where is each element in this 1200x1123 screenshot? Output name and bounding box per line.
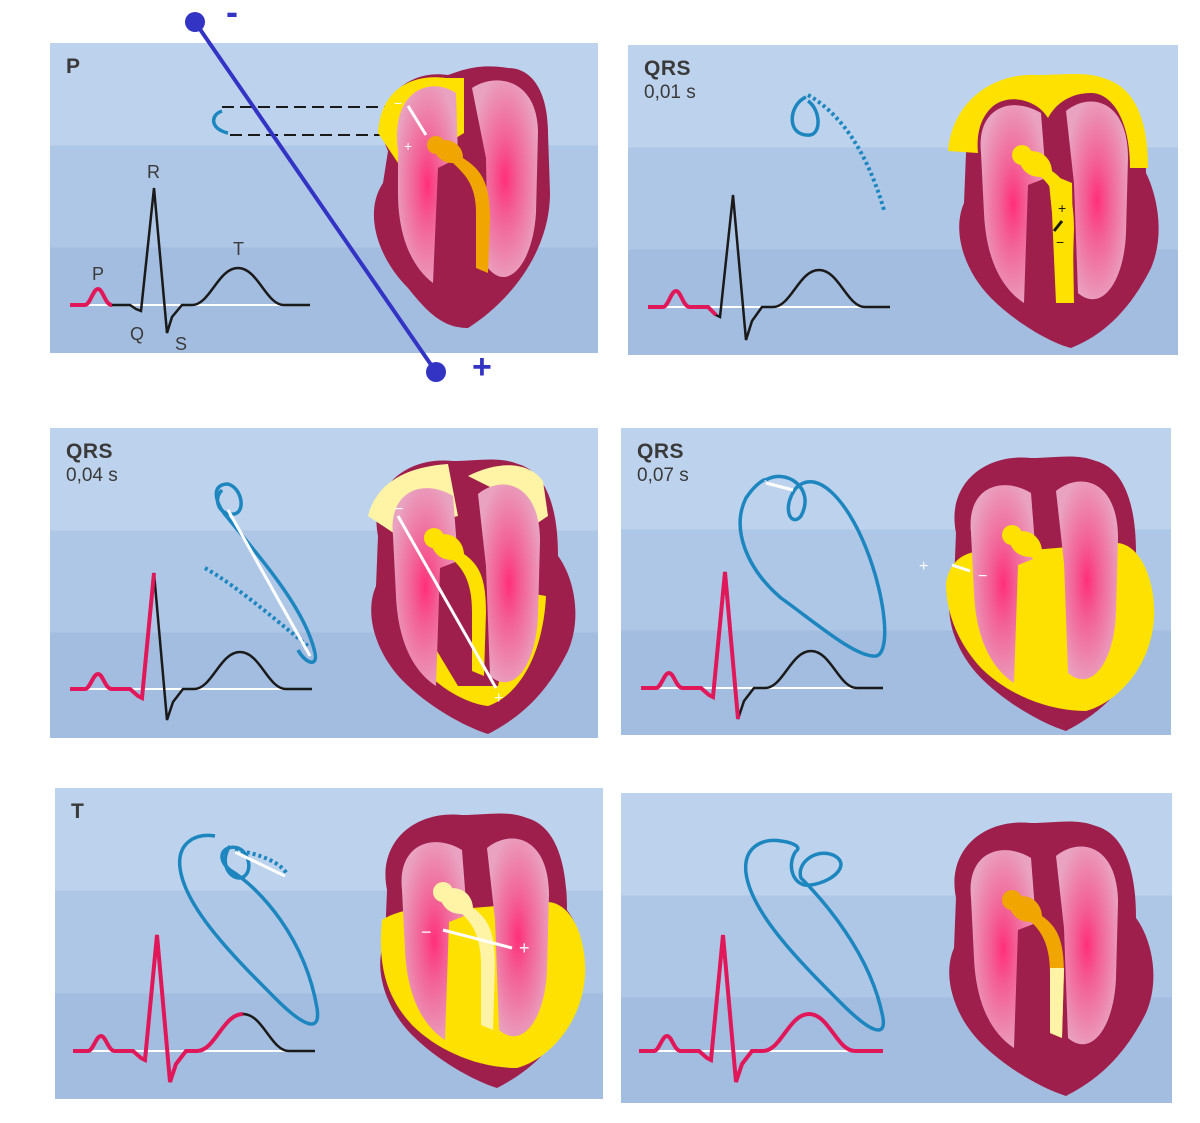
lead-negative-electrode xyxy=(185,12,205,32)
sinus-node xyxy=(1002,525,1022,545)
panel-time: 0,01 s xyxy=(644,82,696,103)
vector-loop xyxy=(790,95,820,137)
vector-plus: + xyxy=(404,138,412,154)
sinus-node xyxy=(427,136,445,154)
ecg-trace xyxy=(648,194,890,341)
vector-arrow xyxy=(396,515,498,689)
panel-qrs-0-01-graphics: + − xyxy=(648,74,1159,348)
ecg-label-r: R xyxy=(147,162,160,182)
panel-title: QRS xyxy=(644,57,692,80)
ecg-label-t: T xyxy=(233,239,244,259)
ecg-highlight xyxy=(73,934,244,1083)
sinus-node xyxy=(433,882,453,902)
ecg-highlight xyxy=(70,572,156,702)
vector-plus: + xyxy=(919,558,928,575)
conduction-bundle xyxy=(430,534,486,676)
vector-minus: − xyxy=(394,95,402,111)
heart xyxy=(949,821,1154,1096)
lead-positive-electrode xyxy=(426,362,446,382)
panel-time: 0,07 s xyxy=(637,465,689,486)
lead-plus-label: + xyxy=(472,348,492,386)
left-chamber xyxy=(478,484,540,683)
vector-plus: + xyxy=(1058,200,1066,216)
vector-loop-dotted xyxy=(807,93,886,211)
vector-arrow xyxy=(442,928,513,950)
vector-arrow xyxy=(951,563,971,573)
vector-loop xyxy=(744,838,886,1032)
vector-projection xyxy=(226,509,312,657)
conduction-bundle xyxy=(1008,531,1064,673)
vector-loop xyxy=(738,474,887,658)
panel-p-wave: P R Q S T − + P xyxy=(50,43,598,353)
outer-depolarized-rim xyxy=(948,74,1148,168)
vector-projection xyxy=(234,850,286,878)
left-chamber xyxy=(487,838,549,1037)
panel-final xyxy=(621,793,1172,1103)
panel-time: 0,04 s xyxy=(66,465,118,486)
av-node xyxy=(432,140,490,273)
panel-qrs-0-07-graphics: + − xyxy=(641,456,1155,731)
ecg-label-p: P xyxy=(92,264,104,284)
panel-qrs-0-04-graphics: − + xyxy=(70,459,576,734)
vector-minus: − xyxy=(978,568,987,585)
sinus-node xyxy=(1002,890,1022,910)
heart: − + xyxy=(373,66,550,328)
panel-t-wave: − + T xyxy=(55,788,603,1099)
ecg-highlight xyxy=(641,571,740,720)
heart: − + xyxy=(380,813,586,1088)
heart: − + xyxy=(368,459,576,734)
vector-projection xyxy=(765,481,794,492)
ecg-trace xyxy=(70,187,310,334)
panel-qrs-0-07: + − QRS 0,07 s xyxy=(621,428,1171,735)
lead-minus-label: - xyxy=(226,0,238,32)
panel-final-graphics xyxy=(639,821,1154,1096)
vector-minus: − xyxy=(1056,234,1064,250)
panel-title: P xyxy=(66,55,81,78)
vector-loop-dotted xyxy=(234,848,289,876)
vector-loop xyxy=(214,482,318,664)
vector-minus: − xyxy=(394,501,403,518)
vector-loop xyxy=(212,109,229,135)
left-chamber xyxy=(1056,846,1118,1045)
vector-minus: − xyxy=(421,922,432,942)
left-chamber xyxy=(1056,481,1118,680)
panel-title: QRS xyxy=(637,440,685,463)
ecg-trace xyxy=(73,934,315,1083)
ecg-label-q: Q xyxy=(130,324,144,344)
ecg-label-s: S xyxy=(175,334,187,353)
heart: + − xyxy=(948,74,1159,348)
panel-t-wave-graphics: − + xyxy=(73,813,586,1088)
panel-qrs-0-04: − + QRS 0,04 s xyxy=(50,428,598,738)
panel-title: T xyxy=(71,800,85,823)
panel-title: QRS xyxy=(66,440,114,463)
bundle-repolarized-tip xyxy=(1050,968,1064,1038)
heart: + − xyxy=(919,456,1155,731)
ecg-highlight xyxy=(648,288,718,317)
vector-loop-dotted xyxy=(204,566,310,648)
vector-plus: + xyxy=(494,690,503,707)
vector-plus: + xyxy=(519,938,530,958)
sinus-node xyxy=(1012,145,1032,165)
conduction-bundle xyxy=(439,888,495,1030)
sinus-node xyxy=(424,528,444,548)
left-chamber xyxy=(1066,101,1128,300)
ecg-trace xyxy=(639,934,883,1083)
vector-loop xyxy=(178,833,320,1026)
panel-qrs-0-01: + − QRS 0,01 s xyxy=(628,45,1178,355)
vector-arrow xyxy=(1052,220,1064,232)
ecg-highlight-p xyxy=(70,286,113,307)
conduction-bundle xyxy=(1018,151,1074,293)
panel-p-graphics: P R Q S T − + xyxy=(70,66,550,353)
